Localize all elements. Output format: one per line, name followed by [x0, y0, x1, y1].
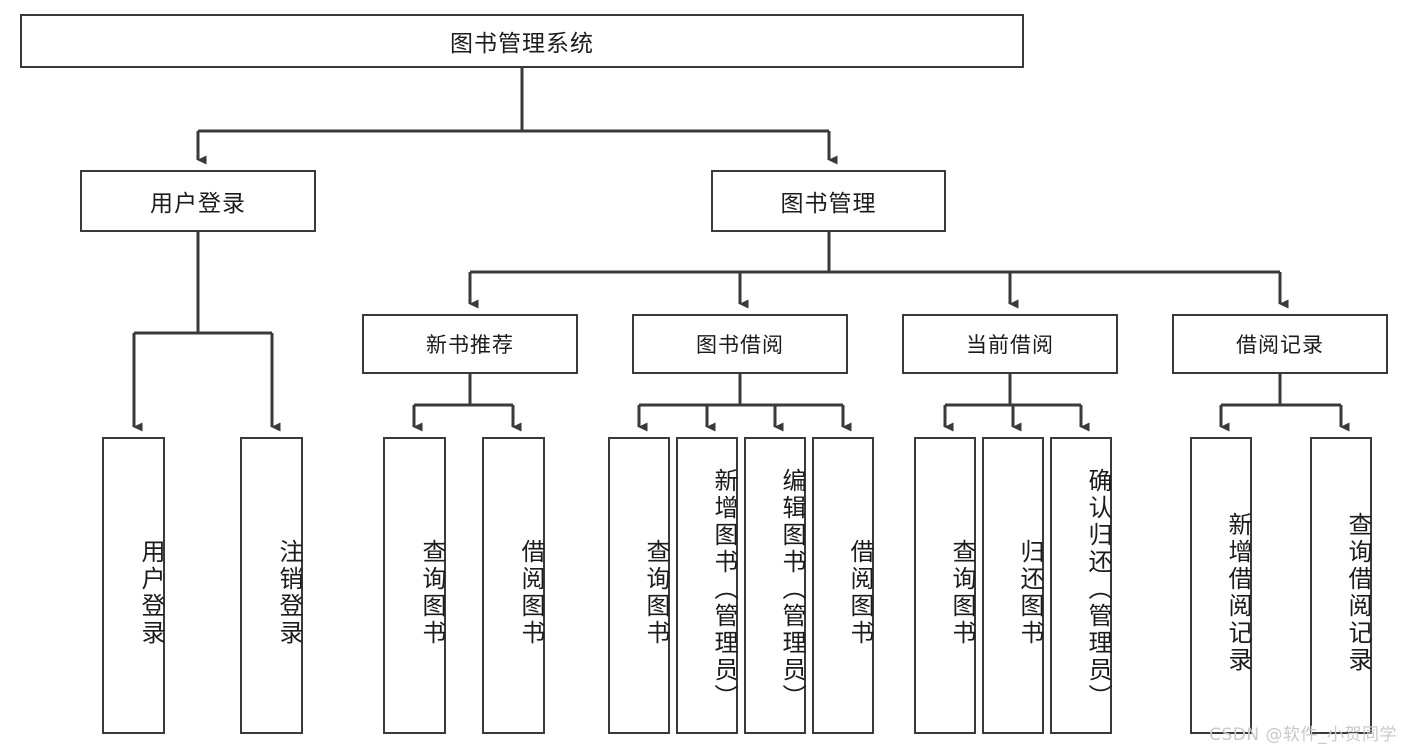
node-new-book-recommend-label: 新书推荐	[426, 333, 514, 357]
node-book-management-label: 图书管理	[780, 191, 877, 217]
node-user-login[interactable]: 用户登录	[80, 170, 316, 232]
node-leaf-borrow-book-1[interactable]: 借阅图书	[482, 437, 545, 734]
leaf-label: 归还图书	[1016, 538, 1044, 647]
node-leaf-add-borrow-record[interactable]: 新增借阅记录	[1190, 437, 1252, 734]
leaf-label: 确认归还（管理员）	[1084, 468, 1112, 711]
leaf-label: 编辑图书（管理员）	[778, 468, 806, 711]
leaf-label: 注销登录	[275, 538, 303, 647]
node-current-borrow[interactable]: 当前借阅	[902, 314, 1118, 374]
leaf-label: 新增借阅记录	[1224, 511, 1252, 674]
node-leaf-query-borrow-record[interactable]: 查询借阅记录	[1310, 437, 1372, 734]
node-leaf-logout-login[interactable]: 注销登录	[240, 437, 303, 734]
leaf-label: 查询图书	[642, 538, 670, 647]
node-borrow-record[interactable]: 借阅记录	[1172, 314, 1388, 374]
node-book-borrow-label: 图书借阅	[696, 333, 784, 357]
node-leaf-query-book-3[interactable]: 查询图书	[914, 437, 976, 734]
node-book-management[interactable]: 图书管理	[711, 170, 946, 232]
node-leaf-return-book[interactable]: 归还图书	[982, 437, 1044, 734]
leaf-label: 借阅图书	[846, 538, 874, 647]
leaf-label: 查询图书	[948, 538, 976, 647]
node-user-login-label: 用户登录	[150, 191, 246, 217]
leaf-label: 新增图书（管理员）	[710, 468, 738, 711]
node-borrow-record-label: 借阅记录	[1236, 333, 1324, 357]
node-leaf-confirm-return-admin[interactable]: 确认归还（管理员）	[1050, 437, 1112, 734]
node-leaf-query-book-1[interactable]: 查询图书	[383, 437, 446, 734]
node-book-borrow[interactable]: 图书借阅	[632, 314, 848, 374]
node-leaf-user-login[interactable]: 用户登录	[102, 437, 165, 734]
node-root[interactable]: 图书管理系统	[20, 14, 1024, 68]
leaf-label: 查询借阅记录	[1344, 511, 1372, 674]
leaf-label: 借阅图书	[517, 538, 545, 647]
node-leaf-query-book-2[interactable]: 查询图书	[608, 437, 670, 734]
node-root-label: 图书管理系统	[450, 31, 594, 57]
leaf-label: 查询图书	[418, 538, 446, 647]
node-new-book-recommend[interactable]: 新书推荐	[362, 314, 578, 374]
leaf-label: 用户登录	[137, 538, 165, 647]
node-leaf-add-book-admin[interactable]: 新增图书（管理员）	[676, 437, 738, 734]
watermark: CSDN @软件_小贺同学	[1209, 725, 1397, 745]
node-leaf-edit-book-admin[interactable]: 编辑图书（管理员）	[744, 437, 806, 734]
node-leaf-borrow-book-2[interactable]: 借阅图书	[812, 437, 874, 734]
node-current-borrow-label: 当前借阅	[966, 333, 1054, 357]
